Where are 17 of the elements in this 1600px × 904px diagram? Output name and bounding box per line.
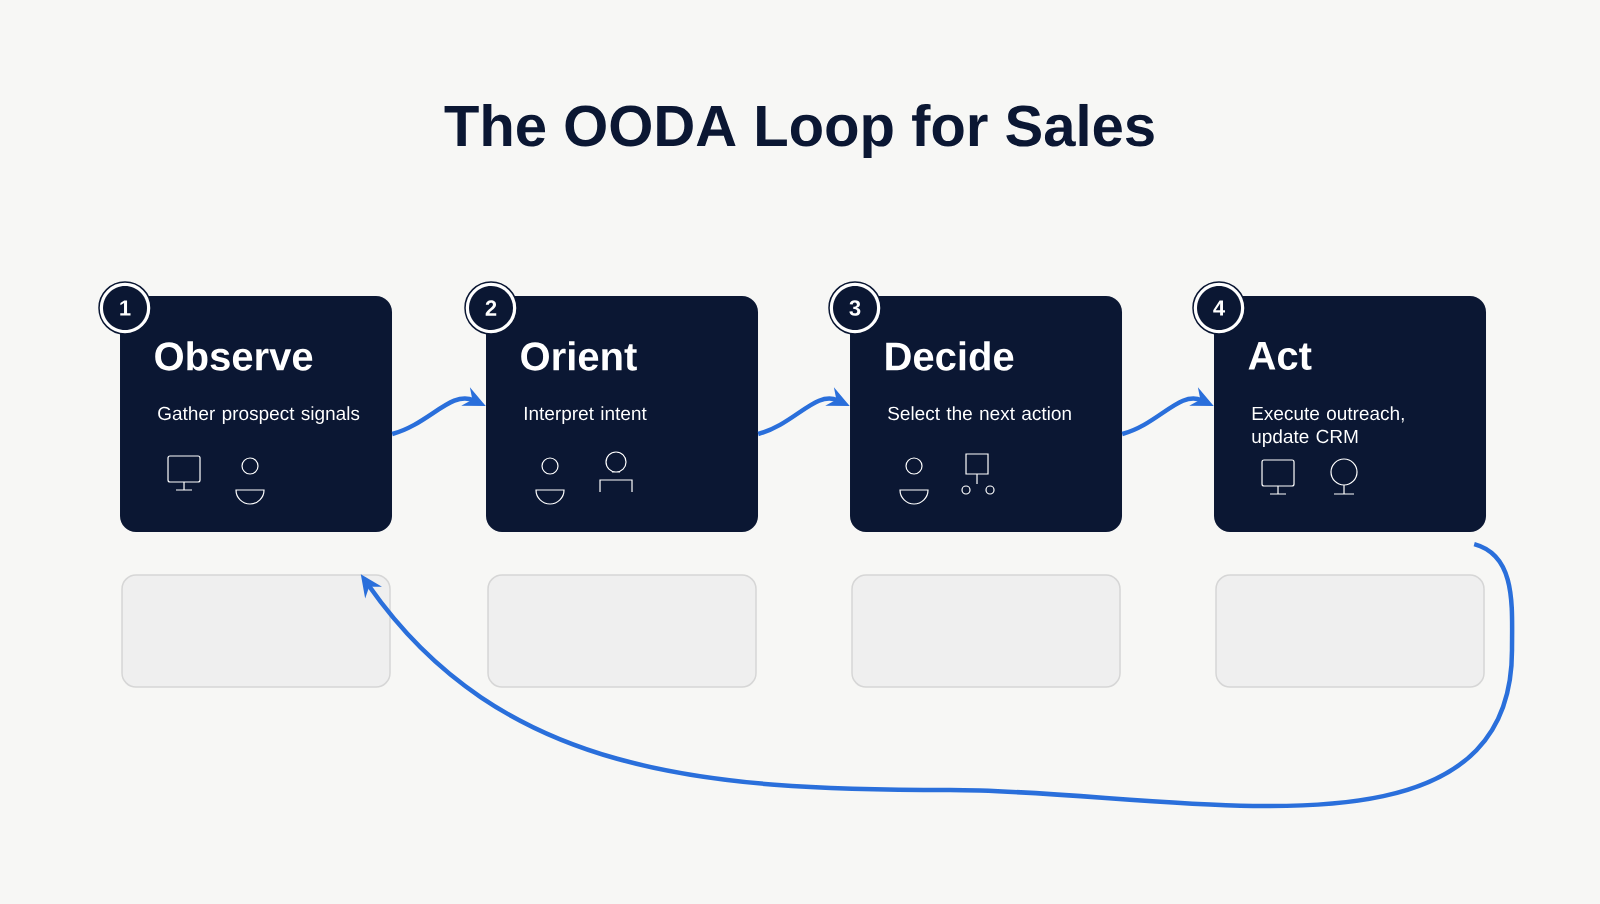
card-title: Decide — [886, 341, 1014, 371]
empty-box — [487, 574, 757, 688]
card-text: Execute outreach, update CRM — [1252, 406, 1404, 447]
number-badge: 2 — [464, 281, 518, 335]
card-title: Observe — [155, 341, 313, 371]
empty-box — [851, 574, 1121, 688]
card-text: Gather prospect signals — [158, 406, 360, 424]
card-text: Interpret intent — [524, 406, 647, 424]
card-text: Select the next action — [888, 406, 1071, 421]
number-badge: 1 — [98, 281, 152, 335]
number-badge: 4 — [1192, 281, 1246, 335]
card-title: Act — [1248, 342, 1312, 370]
empty-box — [1215, 574, 1485, 688]
empty-box — [121, 574, 391, 688]
card-title: Orient — [521, 341, 637, 371]
number-badge: 3 — [828, 281, 882, 335]
title: The OODA Loop for Sales — [444, 103, 1154, 158]
